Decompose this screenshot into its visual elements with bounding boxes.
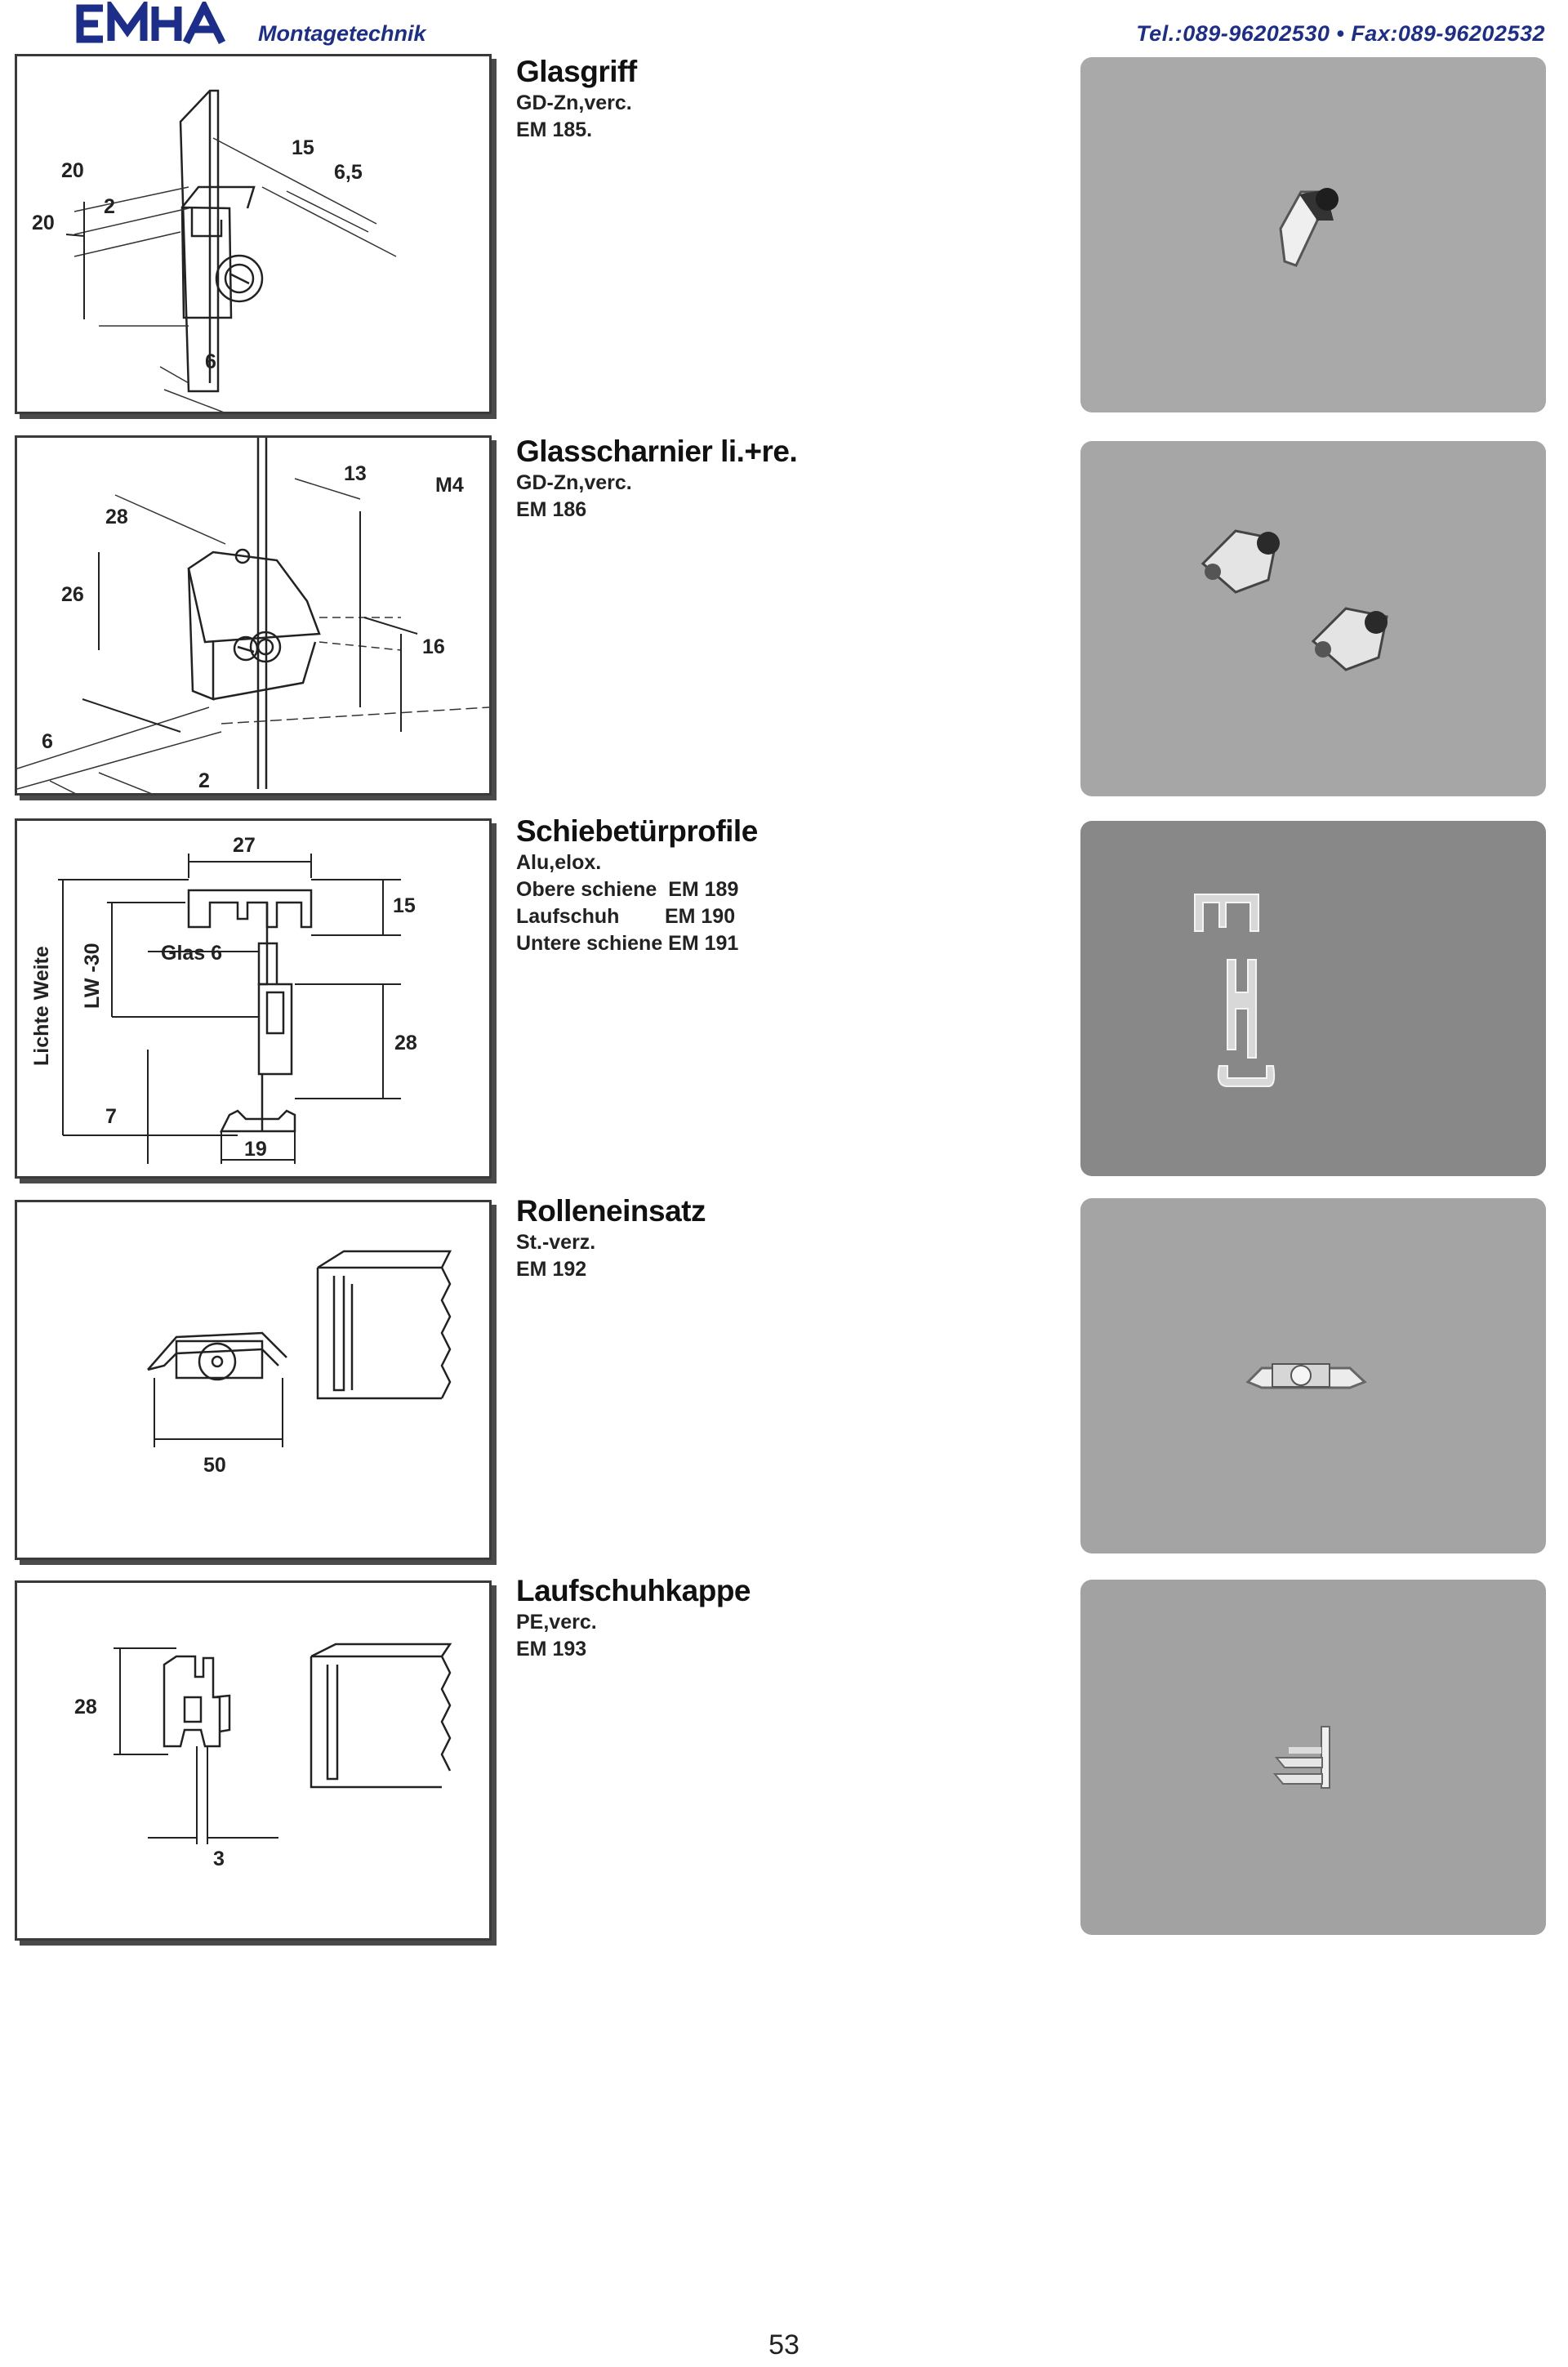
- contact-info: Tel.:089-96202530 • Fax:089-96202532: [1136, 21, 1545, 46]
- dim-label: Glas 6: [161, 942, 222, 965]
- dim-label: 6: [42, 730, 53, 753]
- product-desc-glasscharnier: Glasscharnier li.+re. GD-Zn,verc. EM 186: [516, 434, 1022, 524]
- product-desc-laufschuhkappe: Laufschuhkappe PE,verc. EM 193: [516, 1573, 1022, 1663]
- dim-label: 13: [344, 462, 367, 485]
- dim-label: 50: [203, 1454, 226, 1477]
- page-header: Montagetechnik Tel.:089-96202530 • Fax:0…: [0, 0, 1568, 49]
- dim-label: 26: [61, 583, 84, 606]
- dim-label: 28: [74, 1696, 97, 1718]
- product-code: EM 186: [516, 498, 587, 521]
- dim-label: 2: [198, 769, 210, 792]
- product-title: Glasgriff: [516, 55, 637, 88]
- dim-label: Lichte Weite: [30, 946, 53, 1066]
- drawing-glasgriff: 20 2 20 15 6,5 6: [15, 54, 492, 414]
- dim-label: 28: [394, 1032, 417, 1054]
- technical-drawing: 50: [147, 1250, 452, 1477]
- dim-label: 7: [105, 1105, 117, 1128]
- product-code: Untere schiene EM 191: [516, 932, 739, 955]
- technical-drawing: 27 15 Glas 6 Lichte Weite LW -30 28 7 19: [30, 834, 417, 1164]
- dim-label: 15: [292, 136, 314, 159]
- product-code: EM 192: [516, 1258, 587, 1281]
- product-photo-object: [1200, 529, 1388, 671]
- drawing-laufschuhkappe: 28 3: [15, 1580, 492, 1941]
- product-material: St.-verz.: [516, 1231, 596, 1254]
- product-title: Schiebetürprofile: [516, 814, 758, 848]
- photo-glasscharnier: [1080, 441, 1546, 796]
- product-photo-object: [1194, 894, 1276, 1087]
- photo-glasgriff: [1080, 57, 1546, 412]
- drawing-schiebetuerprofile: 27 15 Glas 6 Lichte Weite LW -30 28 7 19: [15, 818, 492, 1179]
- product-code: EM 185.: [516, 118, 593, 141]
- photo-laufschuhkappe: [1080, 1580, 1546, 1935]
- technical-drawing: 20 2 20 15 6,5 6: [32, 89, 397, 412]
- product-desc-rolleneinsatz: Rolleneinsatz St.-verz. EM 192: [516, 1193, 1022, 1283]
- dim-label: 20: [61, 159, 84, 182]
- emha-logo: [76, 2, 226, 45]
- technical-drawing: 28 3: [74, 1643, 452, 1870]
- logo-caption: Montagetechnik: [258, 21, 426, 46]
- product-code: Laufschuh EM 190: [516, 905, 736, 928]
- photo-rolleneinsatz: [1080, 1198, 1546, 1553]
- dim-label: 2: [104, 195, 115, 218]
- dim-label: 28: [105, 506, 128, 528]
- dim-label: 15: [393, 894, 416, 917]
- dim-label: 16: [422, 635, 445, 658]
- page-number: 53: [768, 2329, 800, 2360]
- dim-label: 19: [244, 1138, 267, 1161]
- dim-label: 3: [213, 1848, 225, 1870]
- product-material: GD-Zn,verc.: [516, 471, 632, 494]
- dim-label: 6,5: [334, 161, 363, 184]
- product-desc-glasgriff: Glasgriff GD-Zn,verc. EM 185.: [516, 54, 1022, 144]
- product-title: Rolleneinsatz: [516, 1194, 706, 1228]
- dim-label: 20: [32, 212, 55, 234]
- dim-label: M4: [435, 474, 464, 497]
- product-title: Laufschuhkappe: [516, 1574, 751, 1607]
- product-material: PE,verc.: [516, 1611, 597, 1634]
- product-material: GD-Zn,verc.: [516, 91, 632, 114]
- product-code: EM 193: [516, 1638, 587, 1660]
- product-photo-object: [1272, 1726, 1330, 1789]
- product-desc-schiebetuerprofile: Schiebetürprofile Alu,elox. Obere schien…: [516, 814, 1022, 957]
- photo-schiebetuerprofile: [1080, 821, 1546, 1176]
- dim-label: LW -30: [81, 943, 104, 1009]
- product-photo-object: [1279, 188, 1339, 267]
- drawing-rolleneinsatz: 50: [15, 1200, 492, 1560]
- technical-drawing: 28 26 13 M4 16 6 2: [17, 438, 489, 793]
- dim-label: 27: [233, 834, 256, 857]
- product-material: Alu,elox.: [516, 851, 602, 874]
- drawing-glasscharnier: 28 26 13 M4 16 6 2: [15, 435, 492, 796]
- product-photo-object: [1245, 1363, 1367, 1389]
- product-title: Glasscharnier li.+re.: [516, 435, 798, 468]
- dim-label: 6: [205, 350, 216, 373]
- product-code: Obere schiene EM 189: [516, 878, 739, 901]
